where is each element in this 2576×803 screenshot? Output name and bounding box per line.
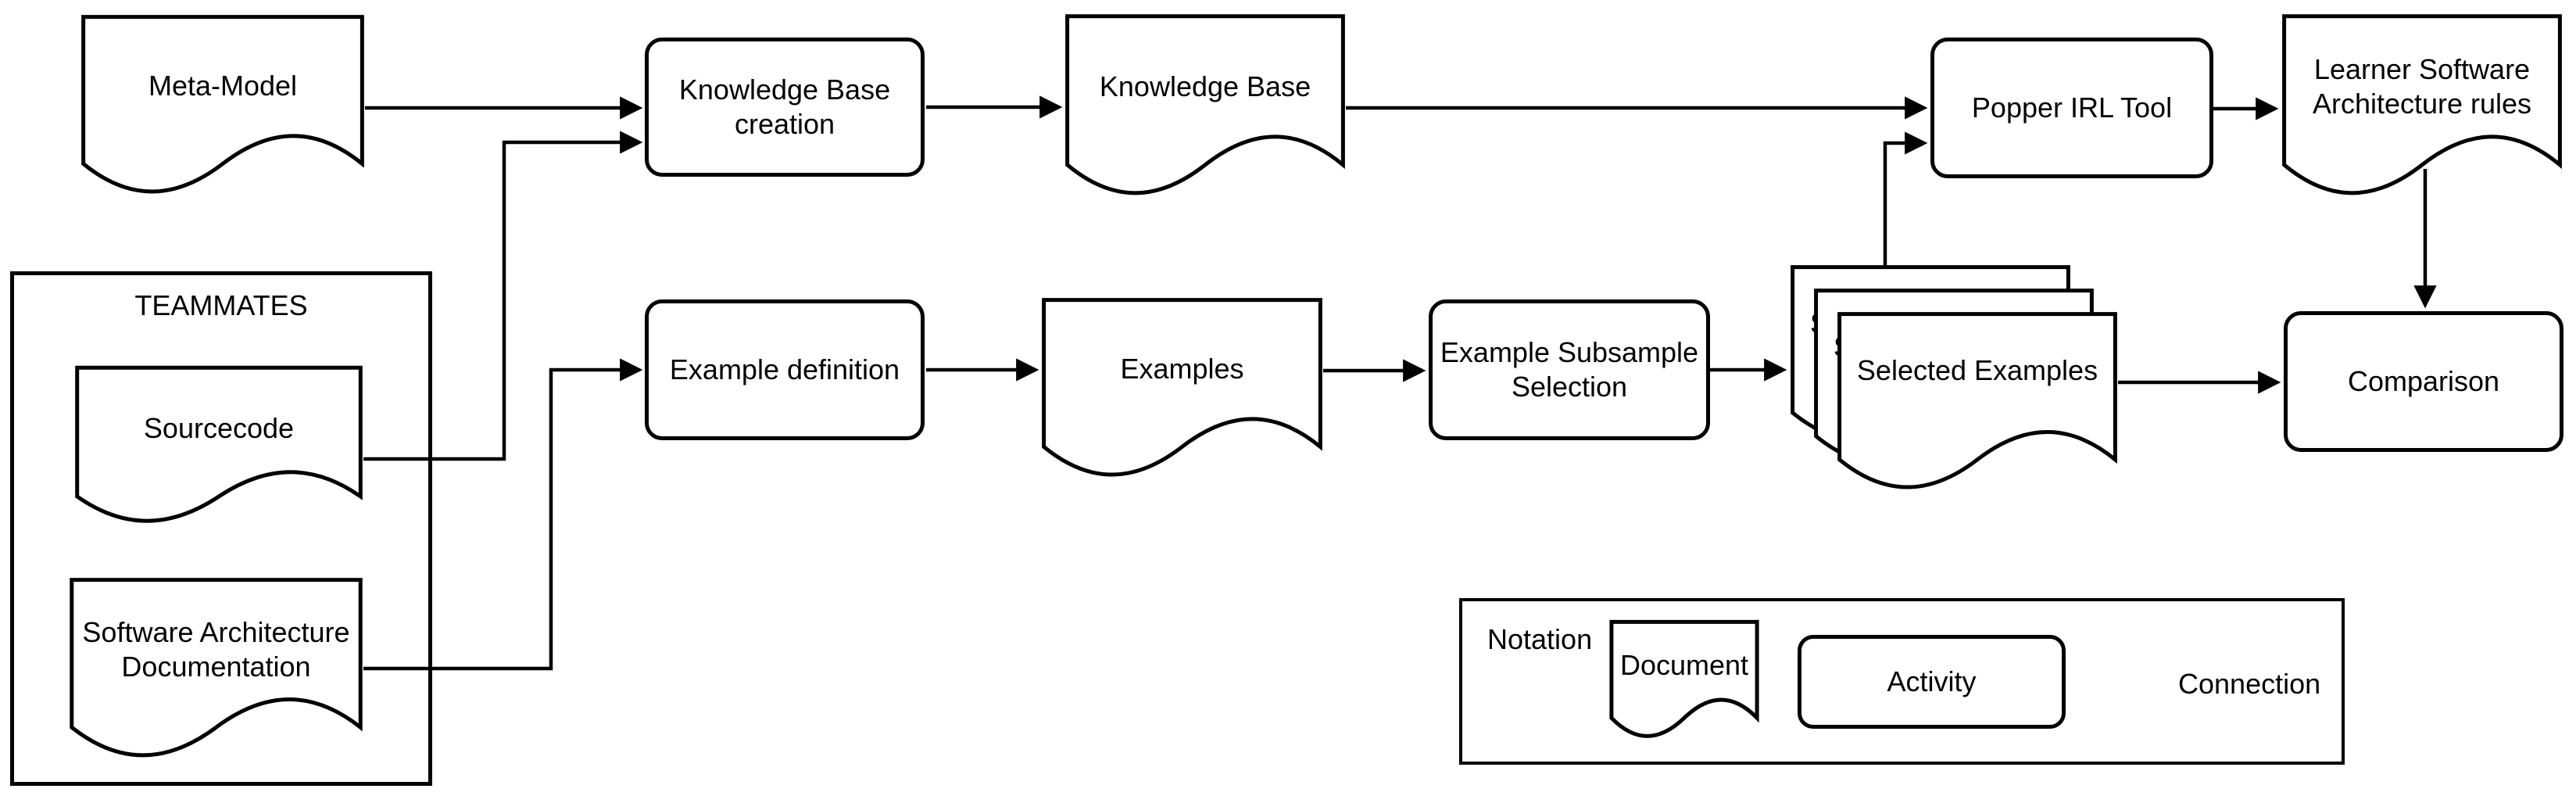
knowledge-base-creation-label: Knowledge Base creation (678, 73, 891, 140)
teammates-label: TEAMMATES (134, 289, 308, 321)
sourcecode-document: Sourcecode (74, 365, 363, 528)
popper-irl-tool-label: Popper IRL Tool (1971, 91, 2173, 124)
software-architecture-documentation-label: Software Architecture Documentation (82, 615, 350, 683)
popper-irl-tool-activity: Popper IRL Tool (1930, 38, 2213, 178)
document-shape (69, 577, 363, 763)
edge-selected-examples-to-popper (1883, 131, 1928, 266)
learner-rules-label: Learner Software Architecture rules (2312, 52, 2532, 120)
knowledge-base-creation-activity: Knowledge Base creation (645, 38, 925, 177)
selected-examples-label: Selected Examples (1856, 354, 2098, 387)
knowledge-base-label: Knowledge Base (1099, 70, 1311, 102)
teammates-container: TEAMMATES (10, 271, 432, 786)
document-shape (80, 14, 365, 199)
knowledge-base-document: Knowledge Base (1064, 13, 1346, 201)
notation-legend-title: Notation (1487, 623, 1593, 655)
examples-document: Examples (1041, 297, 1323, 482)
example-definition-activity: Example definition (645, 299, 925, 440)
legend-activity-icon: Activity (1798, 635, 2066, 729)
document-shape (1041, 297, 1323, 482)
legend-activity-label: Activity (1887, 665, 1977, 698)
legend-document-label: Document (1619, 649, 1749, 682)
meta-model-label: Meta-Model (148, 70, 298, 102)
examples-label: Examples (1120, 353, 1244, 385)
document-shape (2281, 13, 2563, 201)
example-definition-label: Example definition (669, 353, 900, 386)
meta-model-document: Meta-Model (80, 14, 365, 199)
selected-examples-document: Selected Examples (1837, 311, 2118, 495)
comparison-activity: Comparison (2284, 311, 2563, 452)
document-shape (1610, 620, 1758, 741)
edge-sw-arch-doc-to-example-definition (363, 358, 643, 671)
comparison-label: Comparison (2347, 365, 2500, 398)
legend-connection-label: Connection (2178, 668, 2321, 700)
legend-document-icon: Document (1610, 620, 1758, 741)
example-subsample-selection-label: Example Subsample Selection (1440, 336, 1699, 403)
document-shape (1064, 13, 1346, 201)
example-subsample-selection-activity: Example Subsample Selection (1429, 299, 1710, 440)
sourcecode-label: Sourcecode (143, 412, 295, 445)
learner-rules-document: Learner Software Architecture rules (2281, 13, 2563, 201)
document-shape (74, 365, 363, 528)
document-shape (1837, 311, 2118, 495)
edge-sourcecode-to-knowledge-base-creation (363, 131, 643, 461)
software-architecture-documentation-document: Software Architecture Documentation (69, 577, 363, 763)
